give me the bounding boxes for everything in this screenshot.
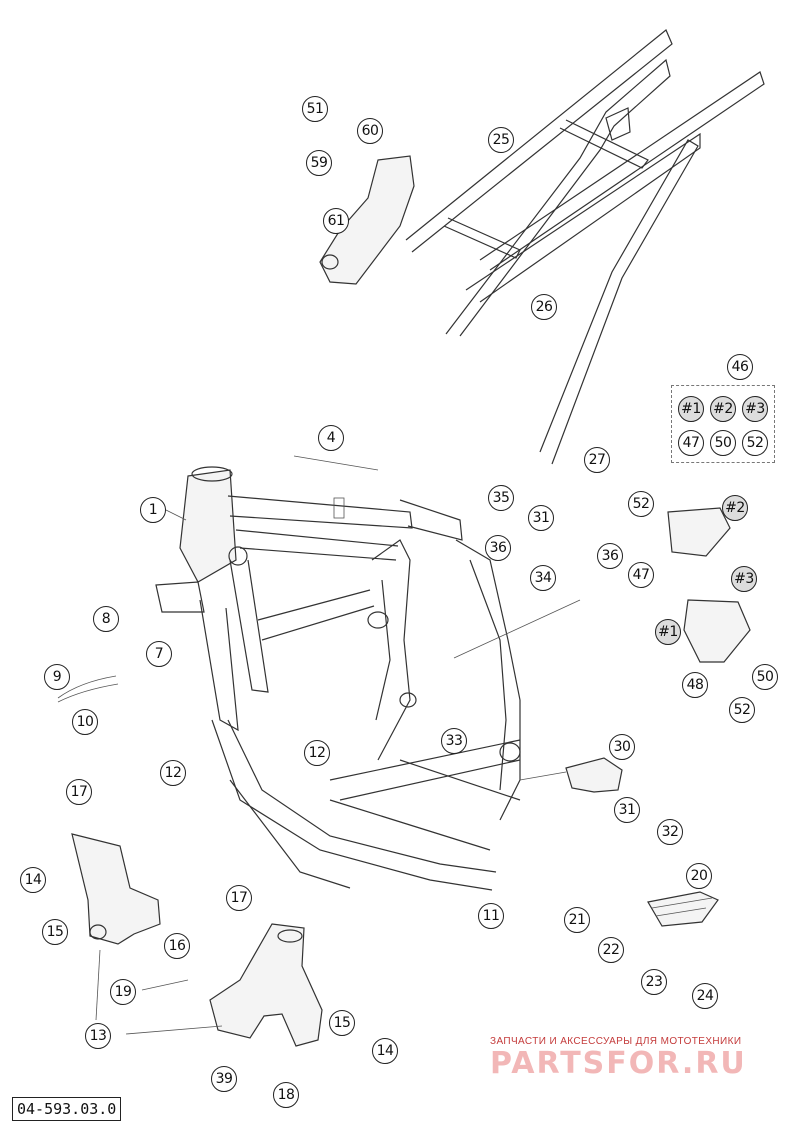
callout-50-cover: 50 (752, 664, 778, 690)
callout-8: 8 (93, 606, 119, 632)
cross-members (257, 589, 521, 851)
callout-48: 48 (682, 672, 708, 698)
callout-27: 27 (584, 447, 610, 473)
callout-12-center: 12 (304, 740, 330, 766)
subframe (405, 29, 765, 465)
callout-23: 23 (641, 969, 667, 995)
callout-12-left: 12 (160, 760, 186, 786)
callout-31-top: 31 (528, 505, 554, 531)
callout-16: 16 (164, 933, 190, 959)
callout-60: 60 (357, 118, 383, 144)
callout-variant-1-cover: #1 (655, 619, 681, 645)
leader-lines (57, 455, 581, 1035)
callout-30: 30 (609, 734, 635, 760)
callout-variant-3-cover: #3 (731, 566, 757, 592)
callout-7: 7 (146, 641, 172, 667)
callout-variant-2-cover: #2 (722, 495, 748, 521)
callout-35: 35 (488, 485, 514, 511)
callout-variant-1: #1 (678, 396, 704, 422)
callout-25: 25 (488, 127, 514, 153)
callout-15-right: 15 (329, 1010, 355, 1036)
callout-59: 59 (306, 150, 332, 176)
chain-guide (565, 757, 623, 793)
callout-36-right: 36 (597, 543, 623, 569)
steering-head-tube (155, 466, 237, 613)
callout-17-bottom: 17 (226, 885, 252, 911)
callout-21: 21 (564, 907, 590, 933)
diagram-part-number: 04-593.03.0 (12, 1097, 122, 1121)
callout-47: 47 (678, 430, 704, 456)
callout-variant-3: #3 (742, 396, 768, 422)
callout-61: 61 (323, 208, 349, 234)
footpeg (647, 891, 719, 927)
callout-36-left: 36 (485, 535, 511, 561)
callout-33: 33 (441, 728, 467, 754)
watermark-caption: ЗАПЧАСТИ И АКСЕССУАРЫ ДЛЯ МОТОТЕХНИКИ (490, 1036, 742, 1047)
callout-34: 34 (530, 565, 556, 591)
callout-20: 20 (686, 863, 712, 889)
callout-14-right: 14 (372, 1038, 398, 1064)
guard-61 (319, 155, 415, 285)
callout-31-bottom: 31 (614, 797, 640, 823)
callout-22: 22 (598, 937, 624, 963)
callout-39: 39 (211, 1066, 237, 1092)
callout-variant-2: #2 (710, 396, 736, 422)
callout-9: 9 (44, 664, 70, 690)
callout-24: 24 (692, 983, 718, 1009)
frame-guard-left (71, 833, 323, 1047)
callout-4: 4 (318, 425, 344, 451)
callout-51: 51 (302, 96, 328, 122)
callout-52: 52 (742, 430, 768, 456)
callout-17-top: 17 (66, 779, 92, 805)
callout-19: 19 (110, 979, 136, 1005)
callout-46: 46 (727, 354, 753, 380)
callout-13: 13 (85, 1023, 111, 1049)
callout-32: 32 (657, 819, 683, 845)
variant-legend-box (671, 385, 775, 463)
callout-52-top: 52 (628, 491, 654, 517)
cover-assembly (667, 507, 751, 663)
callout-1: 1 (140, 497, 166, 523)
callout-10: 10 (72, 709, 98, 735)
callout-14-left: 14 (20, 867, 46, 893)
callout-11: 11 (478, 903, 504, 929)
callout-15-left: 15 (42, 919, 68, 945)
watermark-logo: PARTSFOR.RU (490, 1046, 747, 1081)
callout-52-cover: 52 (729, 697, 755, 723)
top-tubes (227, 495, 463, 561)
callout-47-cover: 47 (628, 562, 654, 588)
main-spars (228, 539, 521, 821)
down-tubes (199, 559, 497, 891)
callout-18: 18 (273, 1082, 299, 1108)
callout-50: 50 (710, 430, 736, 456)
callout-26: 26 (531, 294, 557, 320)
